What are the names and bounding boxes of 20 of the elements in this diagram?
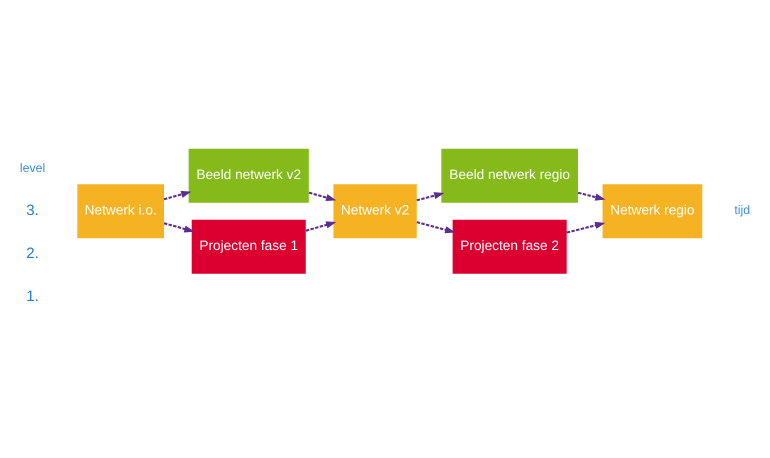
arrow <box>306 220 336 232</box>
node-box: Netwerk i.o. <box>77 184 164 238</box>
arrow <box>578 191 606 200</box>
arrow <box>164 190 192 200</box>
node-box: Beeld netwerk regio <box>441 148 578 202</box>
node-box: Netwerk v2 <box>333 184 417 238</box>
label: tijd <box>734 202 750 217</box>
arrow <box>416 220 456 233</box>
node-box: Projecten fase 2 <box>452 219 567 274</box>
label: 3. <box>26 202 39 219</box>
node-box: Projecten fase 1 <box>192 219 306 274</box>
label: level <box>20 160 46 174</box>
node-box: Beeld netwerk v2 <box>188 148 309 202</box>
arrow <box>566 221 606 234</box>
label: 2. <box>26 244 39 262</box>
arrow <box>416 192 444 201</box>
label: 1. <box>26 288 39 305</box>
arrow <box>308 191 336 201</box>
arrow <box>164 222 195 232</box>
node-box: Netwerk regio <box>602 184 702 238</box>
